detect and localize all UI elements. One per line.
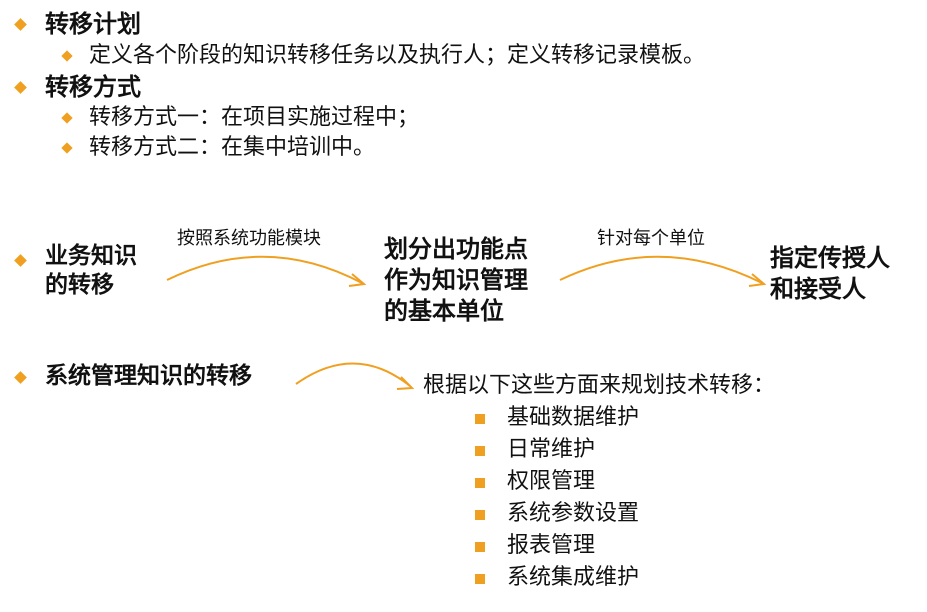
section-title-transfer-plan: 转移计划 [45,10,141,38]
middle-line: 划分出功能点 [384,235,528,263]
system-aspect-item: 系统集成维护 [507,565,640,590]
square-bullet-icon [475,478,485,488]
system-aspect-item: 系统参数设置 [507,501,640,526]
result-line: 指定传授人 [770,244,890,272]
curved-arrow-2 [559,255,763,284]
transfer-method-item: 转移方式二：在集中培训中。 [89,135,376,160]
label-line: 业务知识 [45,243,137,269]
curved-arrow-1 [166,255,363,284]
middle-line: 作为知识管理 [384,266,528,294]
square-bullet-icon [475,446,485,456]
system-aspect-item: 报表管理 [507,533,596,558]
transfer-method-item: 转移方式一：在项目实施过程中； [89,105,420,130]
assign-teacher-receiver-text: 指定传授人 和接受人 [770,243,890,305]
system-aspect-item: 日常维护 [507,437,596,462]
square-bullet-icon [475,574,485,584]
curved-arrow-3 [295,362,411,387]
system-transfer-intro: 根据以下这些方面来规划技术转移： [423,373,776,398]
business-knowledge-transfer-label: 业务知识 的转移 [45,242,137,300]
curved-arrow-3-head [396,376,415,390]
curved-arrow-1-head [348,273,367,287]
curved-arrow-2-head [748,273,767,287]
label-line: 的转移 [45,272,114,298]
system-knowledge-transfer-label: 系统管理知识的转移 [45,363,252,389]
arrow-caption-by-module: 按照系统功能模块 [177,228,321,249]
square-bullet-icon [475,414,485,424]
section-title-transfer-method: 转移方式 [45,73,141,101]
arrow-caption-per-unit: 针对每个单位 [597,228,705,249]
system-aspect-item: 基础数据维护 [507,405,640,430]
function-point-unit-text: 划分出功能点 作为知识管理 的基本单位 [384,234,528,327]
transfer-plan-description: 定义各个阶段的知识转移任务以及执行人；定义转移记录模板。 [89,43,706,68]
result-line: 和接受人 [770,275,866,303]
square-bullet-icon [475,542,485,552]
system-aspect-item: 权限管理 [507,469,596,494]
middle-line: 的基本单位 [384,297,504,325]
square-bullet-icon [475,510,485,520]
